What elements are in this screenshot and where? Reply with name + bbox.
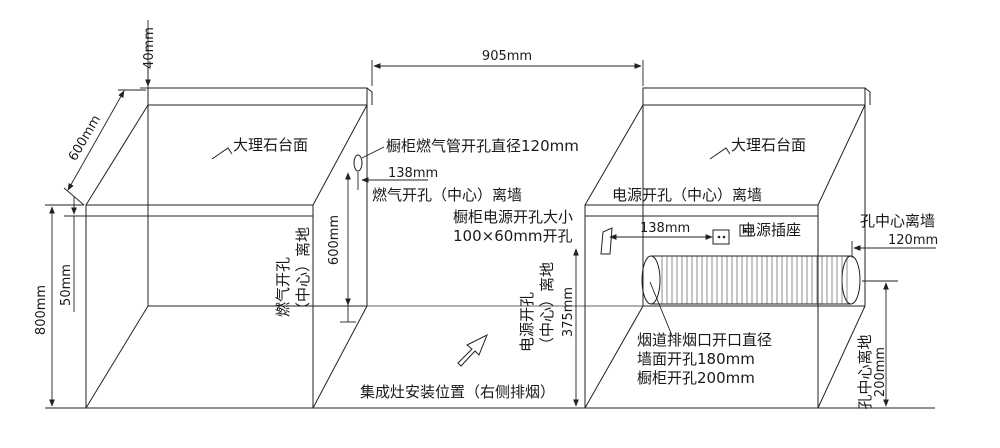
- dim-120mm: 120mm: [851, 233, 938, 258]
- dim-375mm: 375mm: [561, 248, 579, 407]
- flue-label-line2: 墙面开孔180mm: [637, 350, 755, 368]
- stove-position-arrow-icon: [457, 333, 488, 367]
- power-socket-label: 电源插座: [741, 221, 801, 239]
- dim-40mm: 40mm: [140, 20, 157, 89]
- countertop-left-label: 大理石台面: [233, 136, 308, 154]
- countertop-right-pointer-icon: [709, 147, 731, 160]
- dim-50mm: 50mm: [59, 196, 86, 312]
- dim-375mm-label: 375mm: [561, 287, 576, 337]
- power-hole-wall-label: 电源开孔（中心）离墙: [612, 186, 762, 204]
- dim-600mm-height-label: 600mm: [327, 215, 342, 265]
- dim-138mm-power-label: 138mm: [640, 221, 690, 236]
- gas-leader-line: [361, 146, 385, 159]
- flue-label-line3: 橱柜开孔200mm: [637, 369, 755, 387]
- dim-50mm-label: 50mm: [59, 264, 74, 306]
- countertop-left-pointer-icon: [211, 147, 233, 160]
- dim-800mm-label: 800mm: [34, 285, 49, 335]
- stove-position-label: 集成灶安装位置（右侧排烟）: [360, 383, 555, 401]
- power-hole-floor-label-line2: （中心）离地: [538, 262, 556, 352]
- gas-hole-floor-label-line2: （中心）离地: [294, 227, 312, 317]
- dim-138mm-power: 138mm: [609, 221, 713, 240]
- dim-600mm-depth-label: 600mm: [66, 113, 104, 164]
- dim-120mm-label: 120mm: [888, 233, 938, 248]
- power-hole-size-label-line2: 100×60mm开孔: [453, 227, 573, 245]
- hole-center-floor-label: 孔中心离地: [856, 334, 874, 409]
- power-socket-icon: [712, 224, 752, 245]
- flue-duct-icon: [641, 255, 861, 305]
- power-hole-icon: [600, 227, 613, 255]
- dim-600mm-depth: 600mm: [63, 89, 146, 206]
- dim-138mm-gas: 138mm: [357, 166, 438, 190]
- dim-800mm: 800mm: [34, 204, 84, 409]
- flue-leader-line: [649, 281, 674, 339]
- dim-905mm-label: 905mm: [482, 49, 532, 64]
- dim-200mm-label: 200mm: [873, 347, 888, 397]
- flue-label-line1: 烟道排烟口开口直径: [637, 331, 772, 349]
- power-hole-size-label-line1: 橱柜电源开孔大小: [453, 208, 573, 226]
- dim-200mm: 200mm: [862, 280, 898, 407]
- gas-hole-wall-label: 燃气开孔（中心）离墙: [372, 186, 522, 204]
- gas-hole-icon: [353, 154, 363, 172]
- dim-905mm: 905mm: [371, 49, 644, 86]
- countertop-right-label: 大理石台面: [731, 136, 806, 154]
- hole-center-wall-label: 孔中心离墙: [860, 212, 935, 230]
- dim-138mm-gas-label: 138mm: [388, 166, 438, 181]
- power-hole-floor-label-line1: 电源开孔: [518, 292, 536, 352]
- gas-hole-floor-label-line1: 燃气开孔: [274, 257, 292, 317]
- dim-40mm-label: 40mm: [142, 27, 157, 69]
- dim-600mm-height: 600mm: [327, 172, 356, 323]
- gas-hole-diameter-label: 橱柜燃气管开孔直径120mm: [386, 137, 579, 155]
